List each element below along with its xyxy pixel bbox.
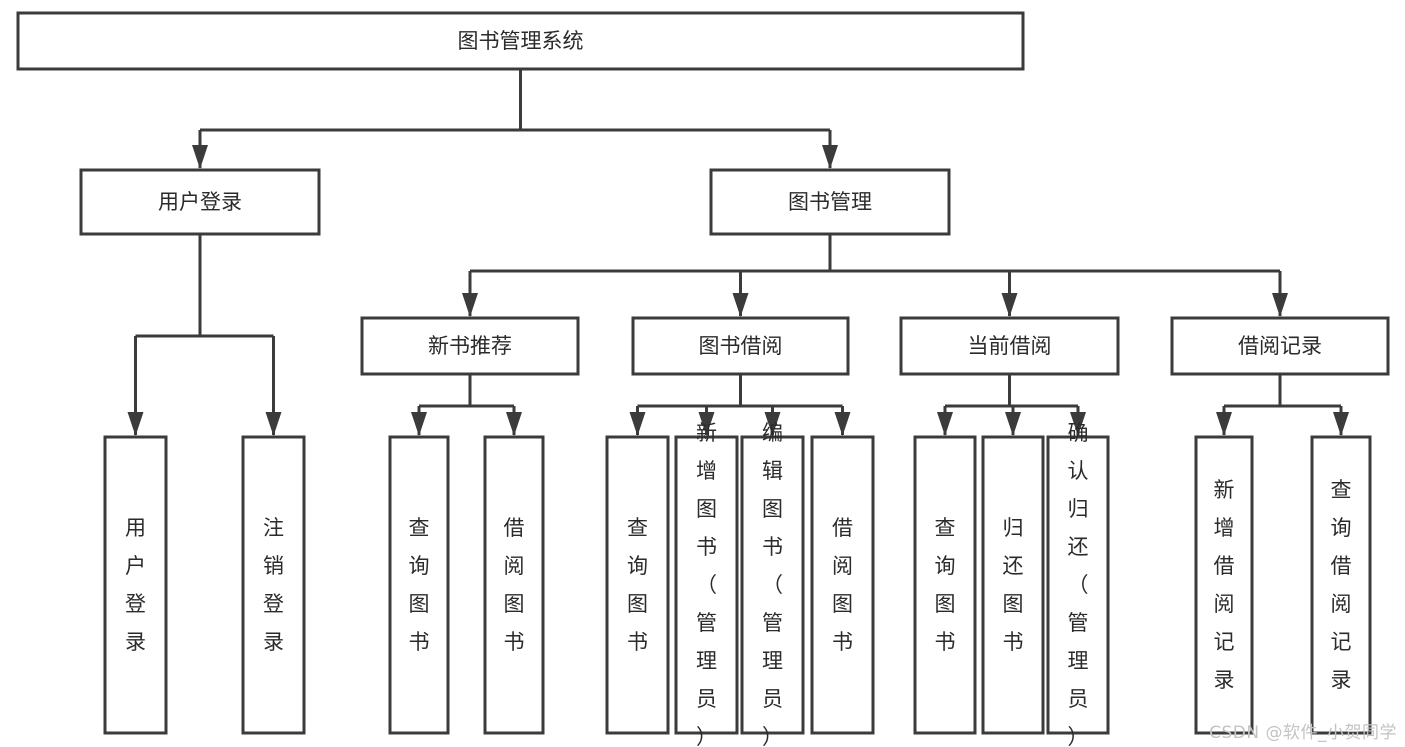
node-label-leaf-query-book-3: 查询图书 xyxy=(935,516,956,654)
node-box-leaf-borrow-book-1[interactable] xyxy=(483,435,545,735)
node-root[interactable]: 图书管理系统 xyxy=(16,11,1025,71)
node-label-leaf-confirm-return: 确认归还（管理员） xyxy=(1068,421,1089,747)
node-leaf-add-book[interactable]: 新增图书（管理员） xyxy=(674,421,739,747)
arrow-head-icon xyxy=(834,412,851,436)
arrow-head-icon xyxy=(127,412,144,436)
arrow-head-icon xyxy=(265,412,282,436)
node-label-leaf-query-book-2: 查询图书 xyxy=(627,516,648,654)
node-label-leaf-edit-book: 编辑图书（管理员） xyxy=(762,421,783,747)
arrow-head-icon xyxy=(732,293,749,317)
connector-edges xyxy=(127,69,1349,436)
watermark-text: CSDN @软件_小贺同学 xyxy=(1209,723,1397,743)
node-box-leaf-add-record[interactable] xyxy=(1194,435,1254,735)
node-boxes: 图书管理系统用户登录图书管理新书推荐图书借阅当前借阅借阅记录用户登录注销登录查询… xyxy=(16,11,1390,747)
arrow-head-icon xyxy=(1001,293,1018,317)
node-leaf-query-book-3[interactable]: 查询图书 xyxy=(913,435,977,735)
arrow-head-icon xyxy=(1216,412,1232,436)
node-book-manage[interactable]: 图书管理 xyxy=(709,168,951,236)
node-leaf-user-logout[interactable]: 注销登录 xyxy=(241,435,306,735)
node-box-leaf-confirm-return[interactable] xyxy=(1046,435,1110,735)
node-leaf-confirm-return[interactable]: 确认归还（管理员） xyxy=(1046,421,1110,747)
node-leaf-query-record[interactable]: 查询借阅记录 xyxy=(1310,435,1372,735)
node-box-leaf-user-logout[interactable] xyxy=(241,435,306,735)
node-book-borrow[interactable]: 图书借阅 xyxy=(631,316,850,376)
node-label-leaf-add-record: 新增借阅记录 xyxy=(1214,478,1235,692)
node-label-book-manage: 图书管理 xyxy=(788,190,872,214)
node-leaf-borrow-book-2[interactable]: 借阅图书 xyxy=(810,435,875,735)
arrow-head-icon xyxy=(822,145,838,169)
node-label-leaf-query-record: 查询借阅记录 xyxy=(1331,478,1352,692)
node-label-current-borrow: 当前借阅 xyxy=(968,334,1052,358)
node-box-leaf-query-book-2[interactable] xyxy=(605,435,670,735)
node-label-borrow-record: 借阅记录 xyxy=(1238,334,1322,358)
node-leaf-add-record[interactable]: 新增借阅记录 xyxy=(1194,435,1254,735)
node-current-borrow[interactable]: 当前借阅 xyxy=(899,316,1120,376)
node-box-leaf-user-login[interactable] xyxy=(103,435,168,735)
node-label-book-borrow: 图书借阅 xyxy=(699,334,783,358)
arrow-head-icon xyxy=(937,412,953,436)
node-box-root[interactable] xyxy=(16,11,1025,71)
arrow-head-icon xyxy=(764,412,781,436)
node-leaf-query-book-2[interactable]: 查询图书 xyxy=(605,435,670,735)
node-user-login[interactable]: 用户登录 xyxy=(79,168,321,236)
node-borrow-record[interactable]: 借阅记录 xyxy=(1170,316,1390,376)
node-box-leaf-add-book[interactable] xyxy=(674,435,739,735)
arrow-head-icon xyxy=(1333,412,1349,436)
node-box-book-manage[interactable] xyxy=(709,168,951,236)
node-label-leaf-return-book: 归还图书 xyxy=(1003,516,1024,654)
node-leaf-return-book[interactable]: 归还图书 xyxy=(981,435,1045,735)
node-leaf-query-book-1[interactable]: 查询图书 xyxy=(388,435,450,735)
arrow-head-icon xyxy=(698,412,715,436)
node-box-new-book-recommend[interactable] xyxy=(360,316,580,376)
arrow-head-icon xyxy=(506,412,522,436)
node-box-leaf-query-record[interactable] xyxy=(1310,435,1372,735)
node-box-leaf-return-book[interactable] xyxy=(981,435,1045,735)
arrow-head-icon xyxy=(411,412,427,436)
node-box-book-borrow[interactable] xyxy=(631,316,850,376)
node-box-leaf-query-book-1[interactable] xyxy=(388,435,450,735)
node-label-leaf-add-book: 新增图书（管理员） xyxy=(696,421,717,747)
arrow-head-icon xyxy=(462,293,478,317)
node-new-book-recommend[interactable]: 新书推荐 xyxy=(360,316,580,376)
node-label-root: 图书管理系统 xyxy=(458,29,584,53)
node-leaf-edit-book[interactable]: 编辑图书（管理员） xyxy=(740,421,805,747)
node-box-leaf-borrow-book-2[interactable] xyxy=(810,435,875,735)
arrow-head-icon xyxy=(1070,412,1086,436)
node-label-leaf-borrow-book-2: 借阅图书 xyxy=(832,516,853,654)
arrow-head-icon xyxy=(1272,293,1288,317)
node-leaf-borrow-book-1[interactable]: 借阅图书 xyxy=(483,435,545,735)
node-box-leaf-edit-book[interactable] xyxy=(740,435,805,735)
node-label-leaf-borrow-book-1: 借阅图书 xyxy=(504,516,525,654)
node-label-leaf-user-logout: 注销登录 xyxy=(263,516,284,654)
arrow-head-icon xyxy=(192,145,208,169)
node-label-leaf-user-login: 用户登录 xyxy=(125,516,146,654)
node-label-user-login: 用户登录 xyxy=(158,190,242,214)
node-label-leaf-query-book-1: 查询图书 xyxy=(409,516,430,654)
arrow-head-icon xyxy=(1005,412,1021,436)
node-box-borrow-record[interactable] xyxy=(1170,316,1390,376)
node-box-leaf-query-book-3[interactable] xyxy=(913,435,977,735)
node-box-user-login[interactable] xyxy=(79,168,321,236)
node-box-current-borrow[interactable] xyxy=(899,316,1120,376)
node-label-new-book-recommend: 新书推荐 xyxy=(428,334,512,358)
arrow-head-icon xyxy=(629,412,646,436)
node-leaf-user-login[interactable]: 用户登录 xyxy=(103,435,168,735)
